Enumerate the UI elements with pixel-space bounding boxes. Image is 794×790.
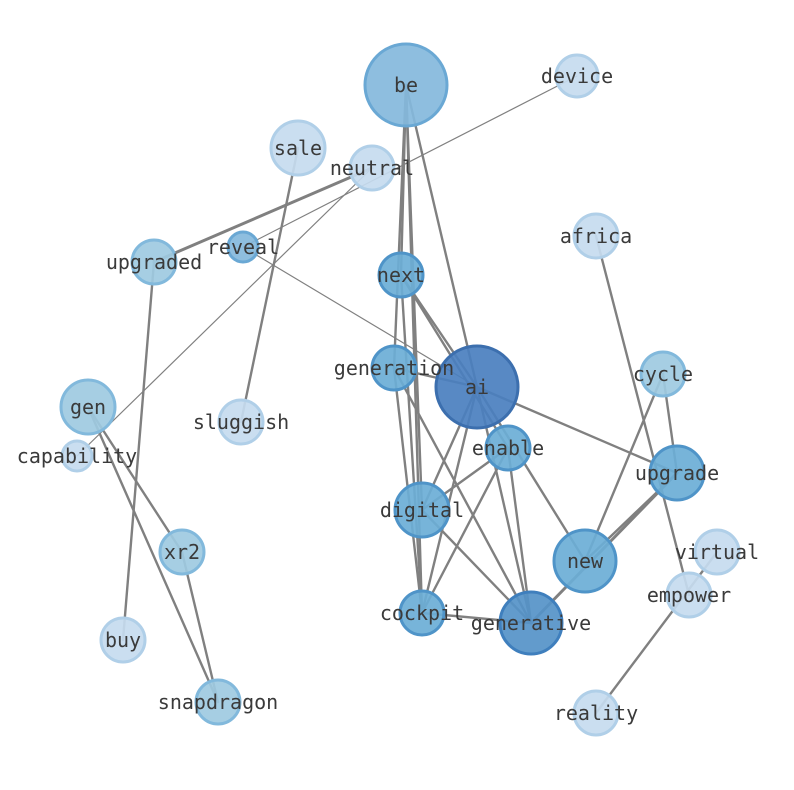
node-empower bbox=[665, 571, 713, 619]
edge-sale-sluggish bbox=[239, 146, 300, 424]
node-enable bbox=[484, 424, 532, 472]
node-generative bbox=[498, 590, 564, 656]
node-label-reveal: reveal bbox=[207, 235, 279, 259]
node-gen bbox=[59, 378, 117, 436]
node-label-enable: enable bbox=[472, 436, 544, 460]
node-label-upgraded: upgraded bbox=[106, 250, 202, 274]
edge-upgraded-buy bbox=[121, 260, 156, 642]
node-label-buy: buy bbox=[105, 628, 141, 652]
node-generation bbox=[370, 344, 418, 392]
node-next bbox=[377, 251, 425, 299]
node-label-neutral: neutral bbox=[330, 156, 414, 180]
node-label-snapdragon: snapdragon bbox=[158, 690, 278, 714]
node-sale bbox=[269, 119, 327, 177]
node-label-next: next bbox=[377, 263, 425, 287]
node-label-empower: empower bbox=[647, 583, 731, 607]
edge-be-ai bbox=[404, 83, 479, 389]
edge-enable-cockpit bbox=[420, 446, 510, 615]
edge-gen-snapdragon bbox=[86, 405, 220, 704]
edge-generation-generative bbox=[392, 366, 533, 625]
node-label-sale: sale bbox=[274, 136, 322, 160]
node-cycle bbox=[639, 350, 687, 398]
node-cockpit bbox=[398, 589, 446, 637]
edge-next-cockpit bbox=[399, 273, 424, 615]
node-label-generation: generation bbox=[334, 356, 454, 380]
node-label-xr2: xr2 bbox=[164, 540, 200, 564]
node-capability bbox=[60, 439, 94, 473]
node-xr2 bbox=[158, 528, 206, 576]
node-be bbox=[363, 42, 449, 128]
node-label-reality: reality bbox=[554, 701, 638, 725]
node-upgraded bbox=[130, 238, 178, 286]
node-reality bbox=[572, 689, 620, 737]
node-virtual bbox=[693, 528, 741, 576]
node-upgrade bbox=[648, 444, 706, 502]
edge-reveal-ai bbox=[242, 246, 478, 388]
node-label-africa: africa bbox=[560, 224, 632, 248]
edge-africa-empower bbox=[594, 234, 691, 597]
nodes-layer bbox=[59, 42, 741, 737]
node-label-cycle: cycle bbox=[633, 362, 693, 386]
edge-neutral-capability bbox=[76, 167, 373, 457]
node-label-device: device bbox=[541, 64, 613, 88]
node-neutral bbox=[348, 144, 396, 192]
node-sluggish bbox=[217, 398, 265, 446]
edge-cycle-new bbox=[583, 372, 665, 563]
node-device bbox=[554, 53, 600, 99]
node-label-new: new bbox=[567, 549, 604, 573]
node-label-digital: digital bbox=[380, 498, 464, 522]
node-reveal bbox=[226, 230, 260, 264]
edge-xr2-snapdragon bbox=[180, 550, 220, 704]
node-label-sluggish: sluggish bbox=[193, 410, 289, 434]
edge-device-reveal bbox=[242, 75, 578, 248]
node-label-upgrade: upgrade bbox=[635, 461, 719, 485]
node-label-capability: capability bbox=[17, 444, 137, 468]
node-buy bbox=[99, 616, 147, 664]
node-label-gen: gen bbox=[70, 395, 106, 419]
node-ai bbox=[434, 344, 520, 430]
node-label-be: be bbox=[394, 73, 418, 97]
node-label-ai: ai bbox=[465, 375, 489, 399]
edge-be-generation bbox=[392, 83, 408, 370]
node-snapdragon bbox=[194, 678, 242, 726]
node-africa bbox=[572, 212, 620, 260]
node-label-cockpit: cockpit bbox=[380, 601, 464, 625]
edge-neutral-upgraded bbox=[152, 166, 374, 264]
node-new bbox=[552, 528, 618, 594]
node-label-virtual: virtual bbox=[675, 540, 759, 564]
node-digital bbox=[393, 481, 451, 539]
node-label-generative: generative bbox=[471, 611, 591, 635]
edge-gen-xr2 bbox=[86, 405, 184, 554]
